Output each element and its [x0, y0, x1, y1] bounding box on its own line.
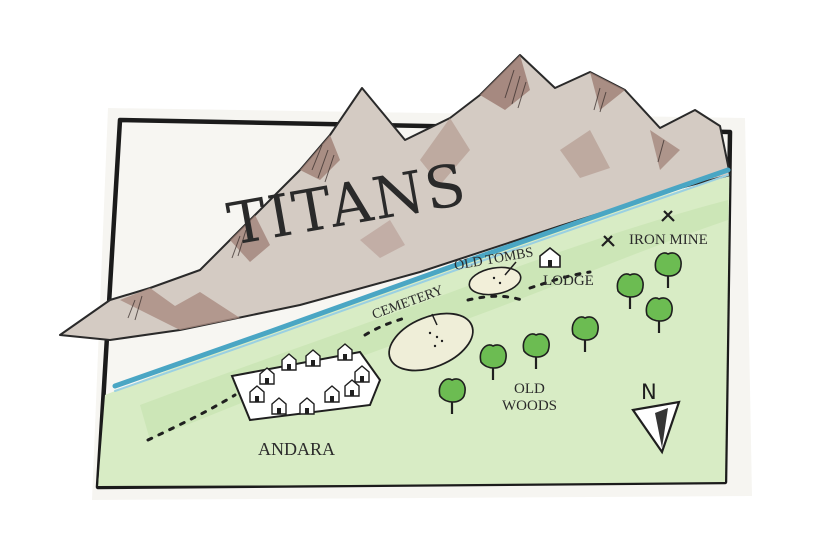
label-iron-mine: IRON MINE — [629, 232, 708, 248]
label-old-woods-line1: OLD — [514, 381, 545, 397]
buildings-layer — [249, 343, 370, 415]
building-icon — [249, 385, 265, 403]
lodge-house-icon — [539, 246, 561, 268]
building-icon — [337, 343, 353, 361]
tomb-mark — [440, 339, 444, 343]
trees-layer — [438, 252, 682, 414]
marks-layer — [428, 276, 502, 348]
building-icon — [299, 397, 315, 415]
tree-icon — [438, 378, 466, 414]
tree-icon — [654, 252, 682, 288]
building-icon — [281, 353, 297, 371]
tomb-mark — [433, 344, 437, 348]
titans-mountain-range — [59, 54, 731, 341]
label-old-woods-line2: WOODS — [502, 398, 557, 414]
tree-icon — [645, 297, 673, 333]
compass-arrow — [631, 400, 681, 455]
building-icon — [305, 349, 321, 367]
building-icon — [344, 379, 360, 397]
compass-north-label: N — [641, 380, 657, 404]
tomb-mark — [435, 335, 439, 339]
building-icon — [259, 367, 275, 385]
building-icon — [354, 365, 370, 383]
river — [112, 167, 731, 389]
tree-icon — [522, 333, 550, 369]
building-icon — [324, 385, 340, 403]
tomb-mark — [498, 281, 502, 285]
old-tombs-leader-arrow — [504, 261, 517, 276]
travel-route — [146, 270, 592, 442]
tree-icon — [616, 273, 644, 309]
river-highlight — [114, 174, 729, 392]
iron-mine-icon-1 — [601, 235, 615, 247]
compass-rose: N — [631, 380, 681, 455]
tomb-mark — [428, 331, 432, 335]
building-icon — [271, 397, 287, 415]
label-lodge: LODGE — [543, 273, 594, 289]
old-tombs-area — [468, 266, 522, 296]
tomb-mark — [492, 276, 496, 280]
cemetery-area — [388, 312, 474, 372]
tree-icon — [479, 344, 507, 380]
cemetery-leader-arrow — [431, 313, 438, 326]
iron-mine-icon-2 — [661, 210, 675, 222]
tree-icon — [571, 316, 599, 352]
label-andara: ANDARA — [258, 439, 335, 459]
